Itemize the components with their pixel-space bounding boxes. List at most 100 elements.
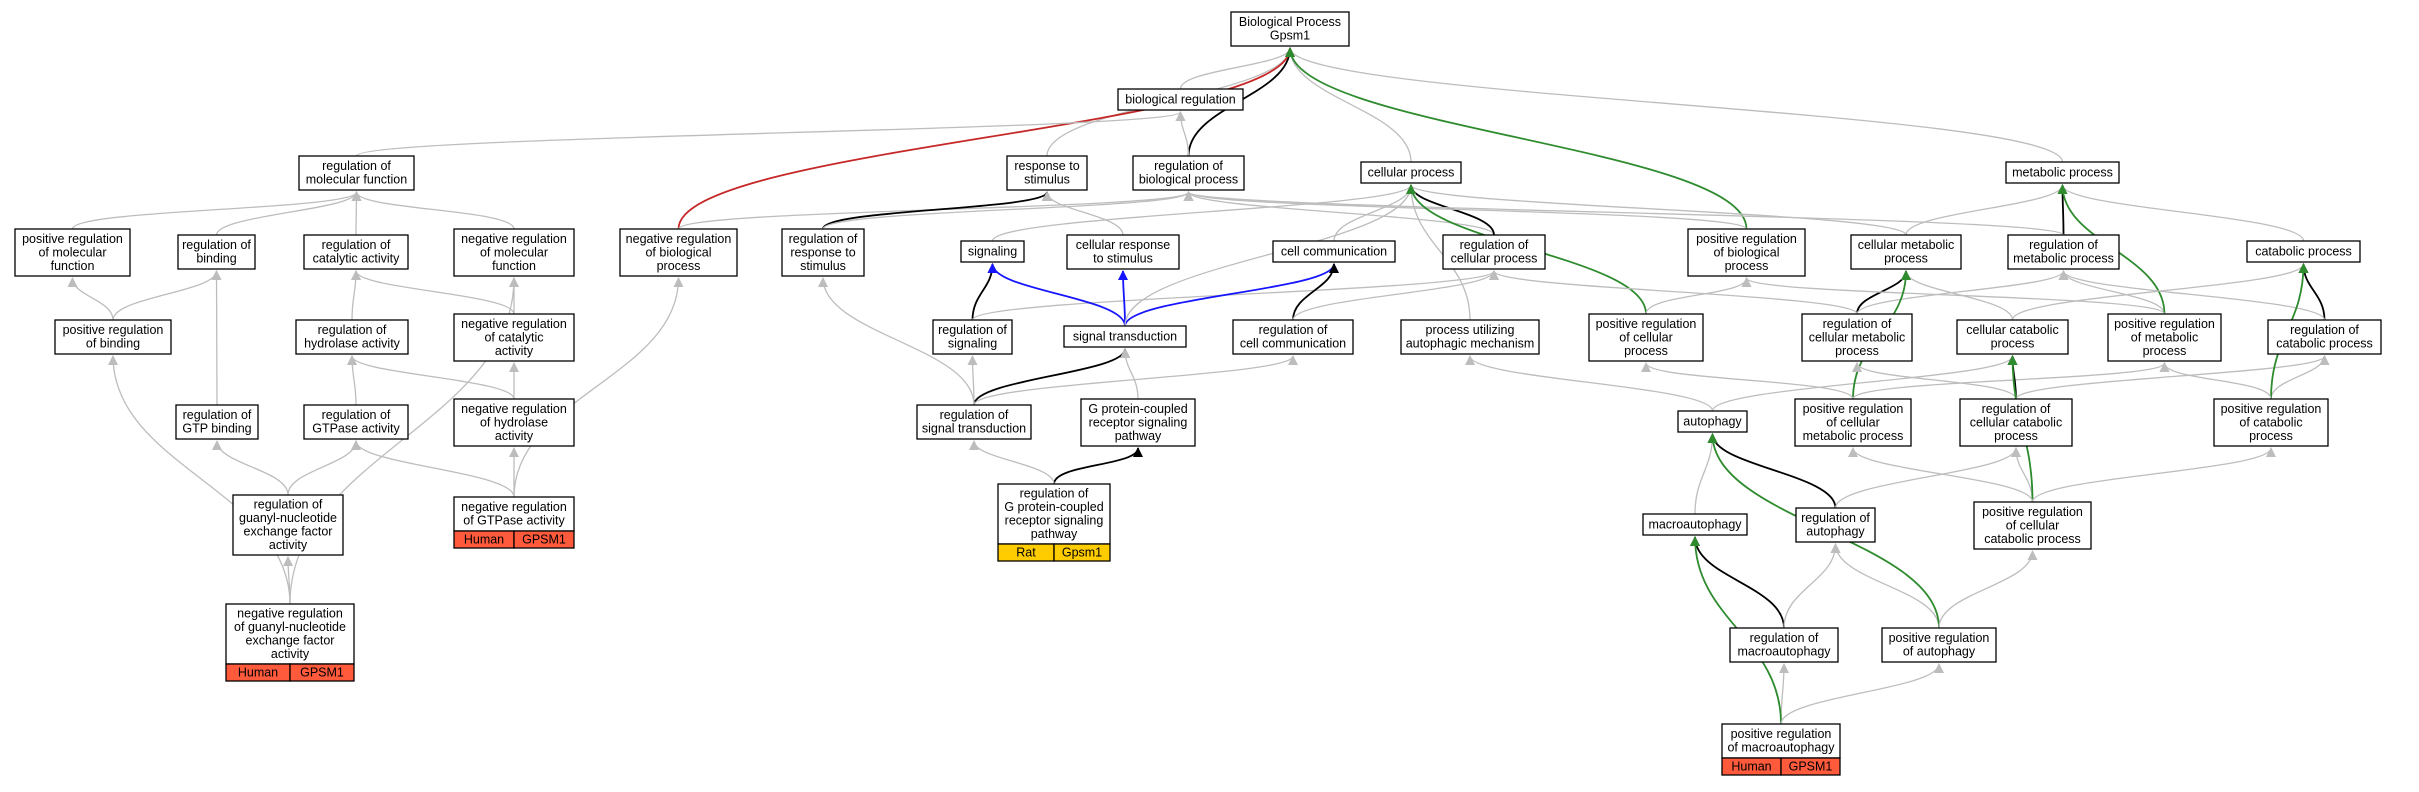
gene-tag: GPSM1: [1789, 760, 1833, 774]
edge-regcellcomm-to-cellcomm: [1292, 263, 1339, 321]
node-label-line: autophagy: [1683, 414, 1742, 428]
edge-reggpcr-to-regsigtrans: [969, 440, 1055, 485]
node-label-line: signal transduction: [922, 422, 1026, 436]
node-label-line: negative regulation: [461, 500, 567, 514]
node-cellcomm[interactable]: cell communication: [1272, 240, 1396, 263]
node-label-line: regulation of: [183, 408, 252, 422]
species-tag: Human: [238, 666, 278, 680]
node-label-line: receptor signaling: [1005, 514, 1104, 528]
node-label-line: function: [51, 259, 95, 273]
edge-reggnef-to-reggtpbind: [212, 440, 289, 496]
node-box: [175, 404, 259, 440]
edge-regsigtrans-to-regcellcomm: [973, 355, 1298, 406]
node-label-line: regulation of: [1750, 631, 1819, 645]
node-cellproc[interactable]: cellular process: [1360, 161, 1462, 184]
edge-negreggtpase-to-negregbp: [513, 277, 684, 498]
node-label-line: negative regulation: [237, 607, 343, 621]
node-box: [1881, 627, 1997, 663]
node-box: [1677, 410, 1748, 433]
node-catproc[interactable]: catabolic process: [2246, 240, 2361, 263]
node-label-line: of binding: [86, 337, 140, 351]
node-box: [1006, 155, 1088, 191]
edge-posregcatproc-to-regcatproc: [2270, 355, 2330, 400]
node-label-line: cellular catabolic: [1970, 415, 2062, 429]
node-label-line: of catalytic: [484, 330, 543, 344]
edge-regcellmet-to-regmet: [1856, 270, 2069, 315]
node-box: [1794, 398, 1912, 447]
node-metproc[interactable]: metabolic process: [2005, 161, 2120, 184]
node-label-line: activity: [495, 429, 534, 443]
edge-posregbind-to-posregmf: [67, 277, 114, 321]
node-label-line: hydrolase activity: [304, 337, 401, 351]
node-label-line: to stimulus: [1093, 252, 1153, 266]
node-label-line: regulation of: [322, 238, 391, 252]
node-label-line: negative regulation: [461, 232, 567, 246]
node-label-line: regulation of: [1259, 323, 1328, 337]
node-macro[interactable]: macroautophagy: [1642, 513, 1748, 536]
edge-posregauto-to-posregcellcat: [1938, 550, 2038, 629]
node-autophagy[interactable]: autophagy: [1677, 410, 1748, 433]
edge-metproc-to-bp: [1285, 47, 2064, 163]
node-label-line: activity: [495, 344, 534, 358]
node-label-line: process: [2249, 429, 2293, 443]
node-label-line: cellular catabolic: [1966, 323, 2058, 337]
node-signaling[interactable]: signaling: [960, 240, 1025, 263]
node-label-line: catabolic process: [1984, 532, 2081, 546]
node-bioreg[interactable]: biological regulation: [1117, 88, 1244, 111]
edge-reggtpbind-to-regbind: [211, 270, 222, 406]
node-label-line: macroautophagy: [1737, 645, 1831, 659]
node-label-line: regulation of: [2029, 238, 2098, 252]
node-label-line: Gpsm1: [1270, 29, 1310, 43]
node-label-line: positive regulation: [1731, 727, 1832, 741]
edge-regcellmet-to-regcellproc: [1489, 270, 1858, 315]
species-tag: Human: [1731, 760, 1771, 774]
node-sigtrans[interactable]: signal transduction: [1063, 325, 1187, 348]
edge-posregmf-to-regmf: [71, 191, 362, 230]
node-box: [2213, 398, 2329, 447]
